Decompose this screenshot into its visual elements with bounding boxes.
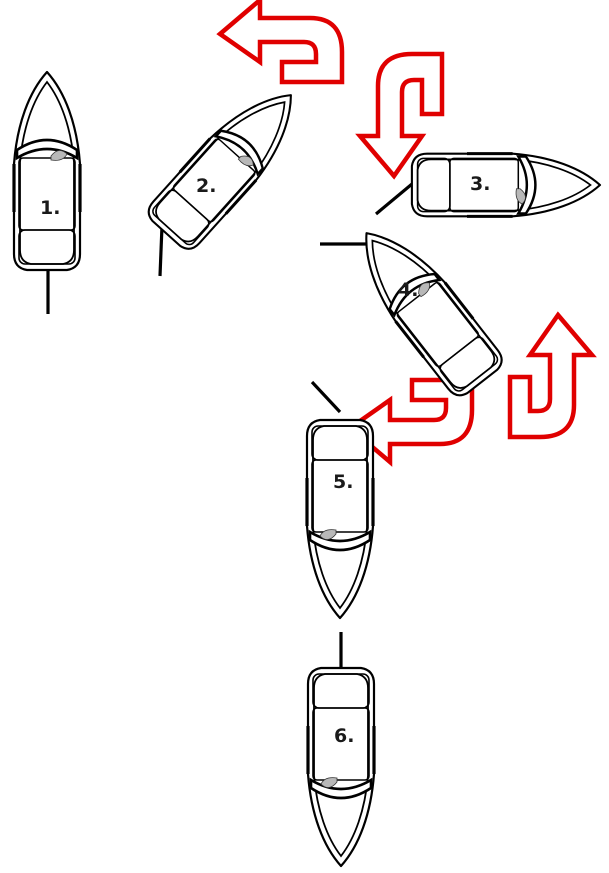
boat-5-label: 5.: [333, 471, 353, 493]
boat-4-label: 4.: [398, 279, 418, 301]
boat-6-label: 6.: [334, 725, 354, 747]
boat-2: 2.: [143, 74, 314, 276]
u-turn-arrow-icon: [220, 0, 342, 82]
boat-3: 3.: [376, 154, 600, 217]
u-turn-arrow-icon: [510, 315, 592, 437]
boat-3-label: 3.: [470, 173, 490, 195]
boat-2-label: 2.: [196, 175, 216, 197]
boat-6: 6.: [308, 632, 374, 866]
boat-4: 4.: [320, 214, 507, 401]
boat-1-label: 1.: [40, 197, 60, 219]
boat-1: 1.: [14, 72, 80, 314]
